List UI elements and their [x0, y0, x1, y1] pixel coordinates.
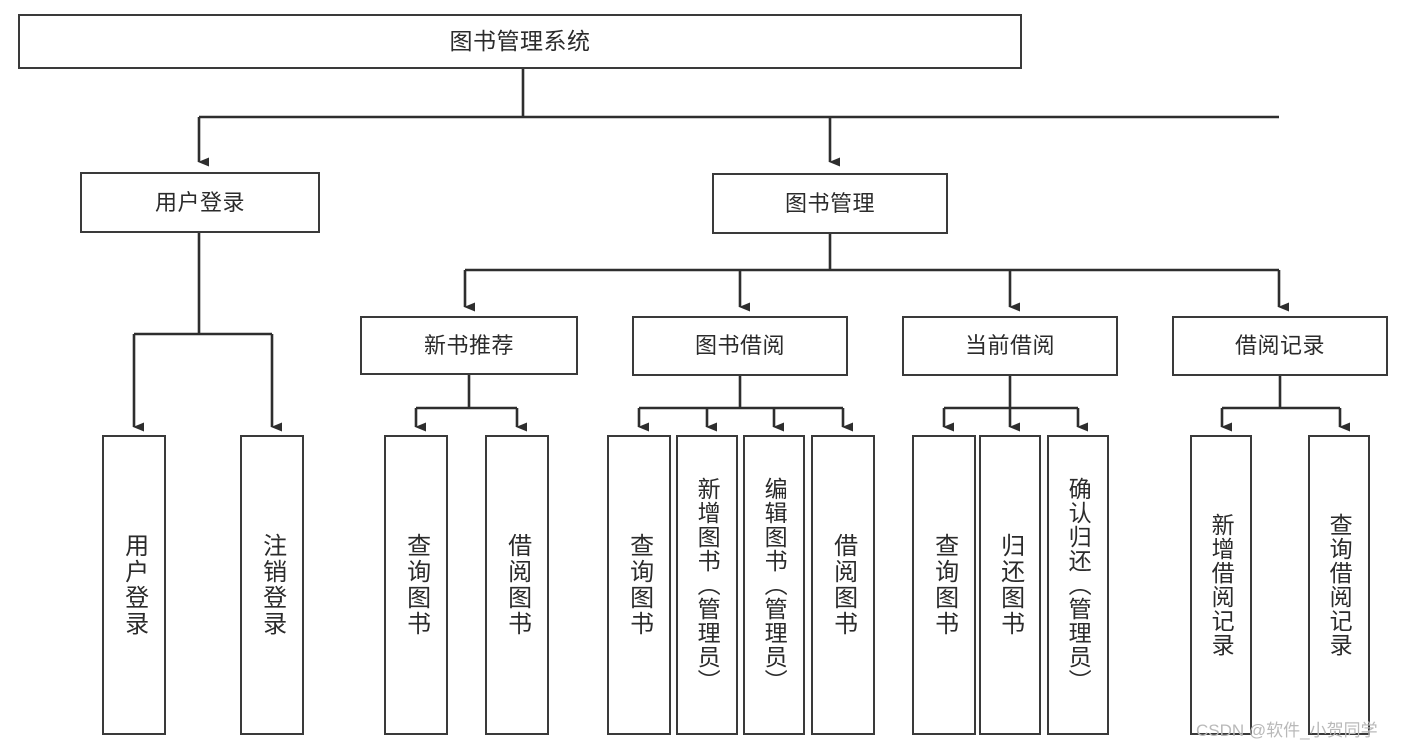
leaf-confirm-return-admin[interactable]: 确认归还（管理员） [1047, 435, 1109, 735]
leaf-borrow-book-recommend[interactable]: 借阅图书 [485, 435, 549, 735]
leaf-user-login[interactable]: 用户登录 [102, 435, 166, 735]
node-label: 确认归还（管理员） [1065, 477, 1092, 693]
node-label: 查询图书 [930, 533, 958, 637]
node-new-book-recommend[interactable]: 新书推荐 [360, 316, 578, 375]
node-label: 归还图书 [996, 533, 1024, 637]
node-label: 查询图书 [625, 533, 653, 637]
leaf-add-book-admin[interactable]: 新增图书（管理员） [676, 435, 738, 735]
node-label: 编辑图书（管理员） [761, 477, 788, 693]
node-label: 新书推荐 [423, 332, 514, 358]
node-label: 用户登录 [154, 189, 245, 215]
watermark-text: CSDN @软件_小贺同学 [1196, 721, 1378, 740]
leaf-query-book-borrow[interactable]: 查询图书 [607, 435, 671, 735]
node-user-login[interactable]: 用户登录 [80, 172, 320, 233]
leaf-add-borrow-record[interactable]: 新增借阅记录 [1190, 435, 1252, 735]
node-label: 图书借阅 [694, 333, 785, 359]
node-label: 新增图书（管理员） [694, 477, 721, 693]
node-label: 注销登录 [258, 533, 286, 637]
leaf-query-borrow-record[interactable]: 查询借阅记录 [1308, 435, 1370, 735]
node-book-management[interactable]: 图书管理 [712, 173, 948, 234]
node-label: 新增借阅记录 [1208, 513, 1235, 657]
node-label: 当前借阅 [964, 333, 1055, 359]
node-label: 用户登录 [120, 533, 148, 637]
node-label: 借阅图书 [503, 533, 531, 637]
leaf-logout[interactable]: 注销登录 [240, 435, 304, 735]
leaf-query-book-current[interactable]: 查询图书 [912, 435, 976, 735]
leaf-query-book-recommend[interactable]: 查询图书 [384, 435, 448, 735]
node-label: 图书管理 [784, 190, 875, 216]
csdn-watermark: CSDN @软件_小贺同学 [1196, 716, 1378, 741]
leaf-edit-book-admin[interactable]: 编辑图书（管理员） [743, 435, 805, 735]
node-book-borrow[interactable]: 图书借阅 [632, 316, 848, 376]
node-current-borrow[interactable]: 当前借阅 [902, 316, 1118, 376]
node-label: 查询借阅记录 [1326, 513, 1353, 657]
node-label: 图书管理系统 [449, 27, 591, 54]
node-root-book-management-system[interactable]: 图书管理系统 [18, 14, 1022, 69]
node-label: 查询图书 [402, 533, 430, 637]
node-label: 借阅记录 [1234, 333, 1325, 359]
node-label: 借阅图书 [829, 533, 857, 637]
node-borrow-record[interactable]: 借阅记录 [1172, 316, 1388, 376]
leaf-borrow-book[interactable]: 借阅图书 [811, 435, 875, 735]
leaf-return-book[interactable]: 归还图书 [979, 435, 1041, 735]
